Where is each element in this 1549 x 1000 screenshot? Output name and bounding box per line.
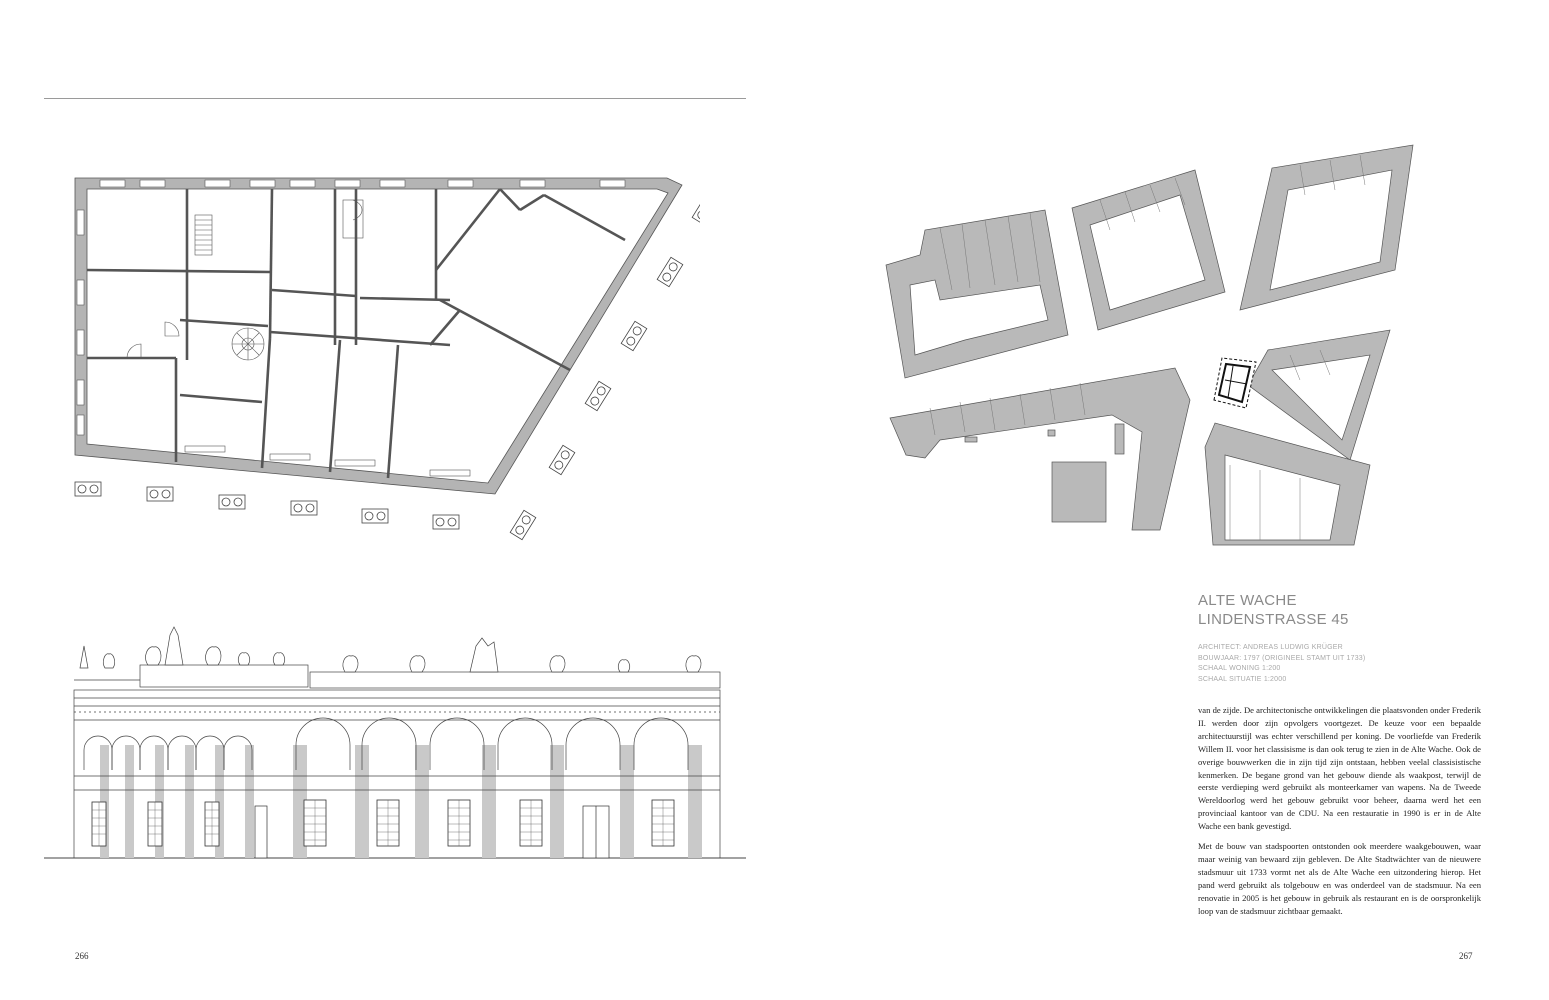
meta-scale-house: SCHAAL WONING 1:200 [1198,665,1281,672]
header-rule [44,98,746,99]
meta-architect: ARCHITECT: ANDREAS LUDWIG KRÜGER [1198,644,1343,651]
right-page-number: 267 [1459,951,1473,961]
site-plan-drawing [885,144,1414,546]
title-line-1: ALTE WACHE [1198,592,1297,609]
floor-plan-drawing [74,177,700,541]
left-page-number: 266 [75,951,89,961]
title-line-2: LINDENSTRASSE 45 [1198,611,1349,628]
highlighted-building-marker [1213,357,1257,409]
elevation-drawing [44,626,746,859]
meta-year: BOUWJAAR: 1797 (ORIGINEEL STAMT UIT 1733… [1198,654,1366,662]
building-title: ALTE WACHE LINDENSTRASSE 45 [1198,591,1349,629]
body-paragraph-1: van de zijde. De architectonische ontwik… [1198,705,1481,832]
meta-scale-site: SCHAAL SITUATIE 1:2000 [1198,675,1287,683]
building-metadata: ARCHITECT: ANDREAS LUDWIG KRÜGER BOUWJAA… [1198,643,1365,685]
body-paragraph-2: Met de bouw van stadspoorten ontstonden … [1198,841,1481,916]
